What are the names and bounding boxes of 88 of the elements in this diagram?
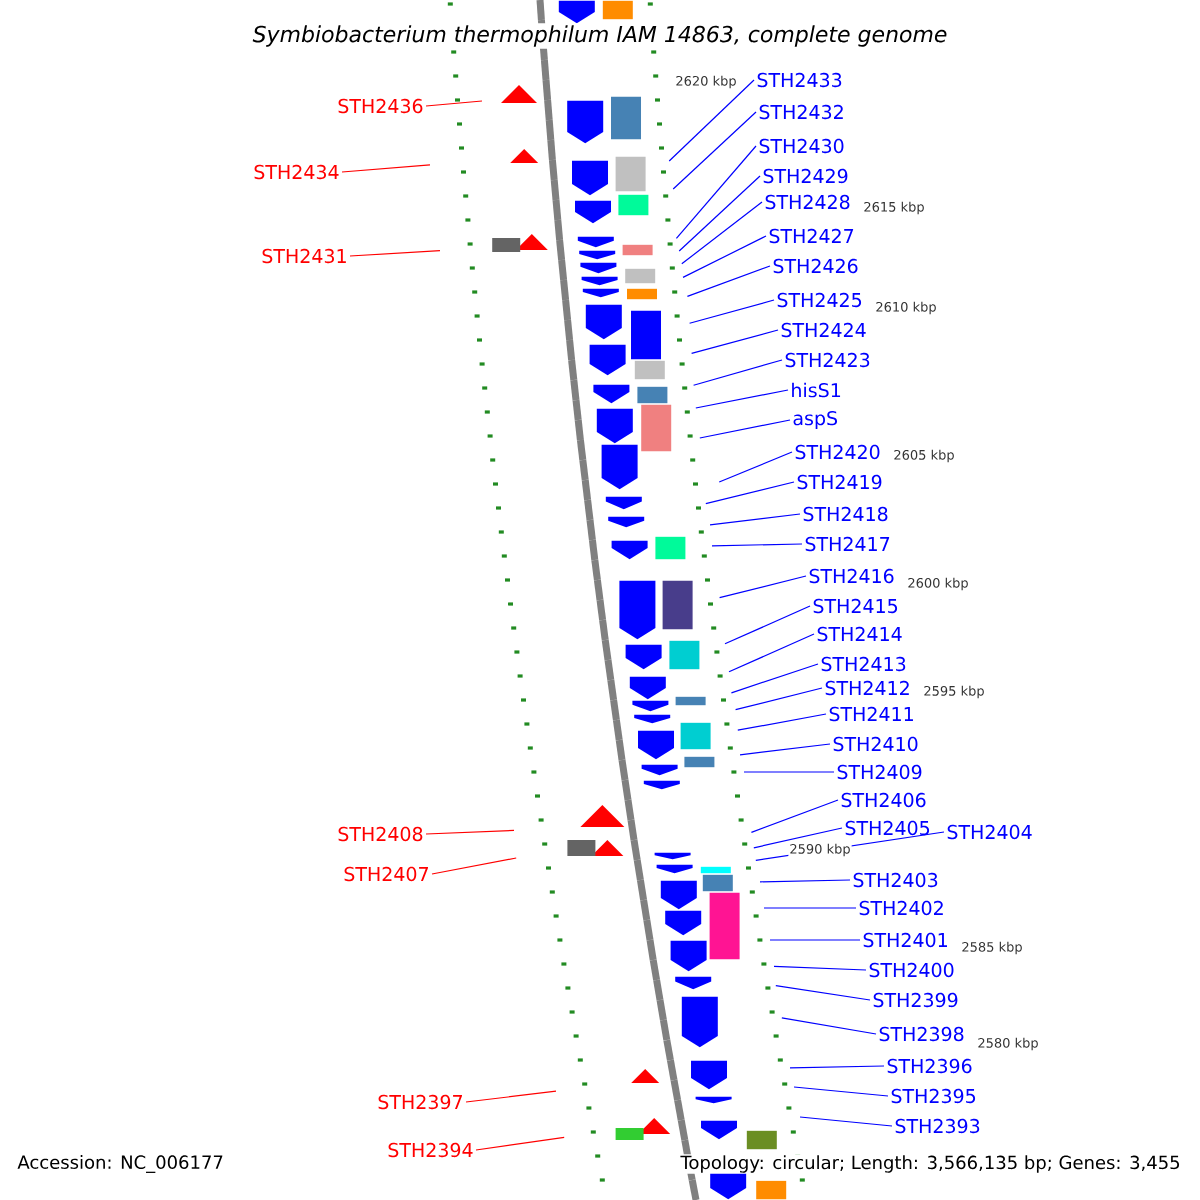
leader-line [739,743,831,756]
leader-line [773,965,867,971]
gene-label: STH2428 [765,194,850,210]
leader-line [743,771,835,773]
leader-line [709,513,801,526]
leader-line [730,663,819,694]
leader-line [705,481,795,505]
gene-label: STH2430 [759,138,844,154]
leader-line [668,79,755,162]
leader-line [753,827,843,849]
leader-line [349,250,441,257]
leader-line [341,164,431,173]
leader-line [711,543,803,547]
gene-label: STH2404 [947,824,1032,840]
gene-label: STH2431 [262,248,346,264]
gene-label: STH2427 [769,228,854,244]
gene-label: STH2398 [879,1026,964,1042]
leader-line [781,1017,877,1035]
gene-label: STH2399 [873,992,958,1008]
gene-label: aspS [793,410,838,430]
gene-label: STH2411 [829,706,913,722]
gene-label: STH2402 [859,900,943,916]
gene-label: STH2436 [338,98,423,114]
leader-line [681,201,763,265]
gene-label: STH2407 [344,866,428,882]
gene-label: STH2418 [803,506,888,522]
leader-line [686,265,771,297]
gene-label: STH2393 [895,1118,980,1134]
gene-label: STH2396 [887,1058,972,1074]
gene-label: STH2415 [813,598,898,614]
leader-line [475,1136,565,1151]
leader-line [718,451,793,483]
gene-label: STH2397 [378,1094,462,1110]
gene-label: STH2400 [869,962,954,978]
leader-line [691,329,779,354]
gene-label: STH2414 [817,626,902,642]
gene-label: STH2409 [837,764,922,780]
leader-line [728,633,815,673]
leader-line [799,1116,893,1127]
gene-label: STH2432 [759,104,843,120]
gene-label: STH2423 [785,352,870,368]
gene-label: STH2412 [825,680,909,696]
leader-line [682,235,767,278]
leader-line [735,687,823,711]
gene-label: STH2395 [891,1088,976,1104]
gene-label: STH2408 [338,826,423,842]
leader-line [750,799,839,833]
accession-label: Accession: NC_006177 [16,1154,225,1174]
gene-label: STH2406 [841,792,926,808]
gene-label: STH2425 [777,292,862,308]
gene-label: STH2433 [757,72,842,88]
gene-label: STH2424 [781,322,866,338]
leader-line [425,829,515,835]
gene-label: STH2429 [763,168,848,184]
gene-label: STH2403 [853,872,938,888]
leader-line [672,111,757,190]
gene-label: STH2426 [773,258,858,274]
gene-label: STH2417 [805,536,890,552]
leader-line [775,985,871,1001]
genome-info-label: Topology: circular; Length: 3,566,135 bp; Genes: 3,455 [679,1154,1182,1174]
title: Symbiobacterium thermophilum IAM 14863, complete genome [250,23,950,49]
leader-line [431,857,517,875]
gene-label: hisS1 [792,382,841,398]
leader-line [737,713,827,731]
gene-label: STH2416 [809,568,894,584]
gene-label: STH2405 [845,820,930,836]
leader-line [675,145,757,239]
leader-line [425,100,483,107]
gene-label: STH2413 [821,656,906,672]
leader-line [465,1090,557,1103]
leader-line [699,419,791,439]
leader-line [763,907,857,909]
leader-line [793,1086,889,1097]
leader-line [724,605,811,645]
leader-line [719,575,807,599]
gene-label: STH2410 [833,736,918,752]
gene-label: STH2401 [863,932,947,948]
gene-label: STH2419 [797,474,882,490]
gene-label: STH2434 [254,164,339,180]
leader-line [695,389,789,409]
gene-label: STH2394 [388,1142,473,1158]
leader-line [678,175,761,252]
gene-label: STH2420 [795,444,880,460]
leader-line [789,1065,885,1069]
leader-line [693,359,783,386]
leader-line [689,299,775,324]
leader-line [769,939,861,941]
leader-line [759,879,851,883]
